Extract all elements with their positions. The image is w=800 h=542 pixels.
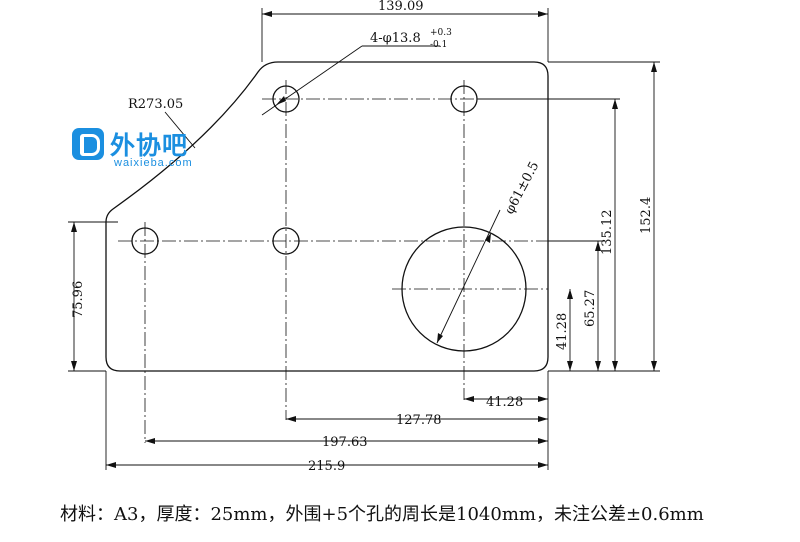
dim-height-135: 135.12	[600, 210, 615, 256]
hole-mid-center	[272, 227, 300, 255]
drawing-note: 材料：A3，厚度：25mm，外围+5个孔的周长是1040mm，未注公差±0.6m…	[60, 504, 704, 525]
dim-hole-tol-upper: +0.3	[430, 28, 452, 38]
hole-mid-left	[131, 227, 159, 255]
dim-radius: R273.05	[128, 97, 183, 112]
hole-top-right	[450, 85, 478, 113]
part-outline	[105, 61, 549, 372]
dim-bottom-41: 41.28	[486, 395, 523, 410]
dim-hole-spec: 4-φ13.8	[370, 31, 421, 46]
dim-top-width: 139.09	[378, 0, 424, 14]
hole-top-left	[272, 85, 300, 113]
dim-width-215: 215.9	[308, 459, 345, 474]
dim-height-152: 152.4	[639, 197, 654, 234]
logo-name: 外协吧	[110, 131, 189, 160]
dim-left-height: 75.96	[71, 281, 86, 318]
dim-big-hole: φ61±0.5	[502, 159, 542, 217]
dim-height-41: 41.28	[555, 313, 570, 350]
watermark-logo: 外协吧 waixieba.com	[68, 126, 218, 172]
dim-hole-tol-lower: -0.1	[430, 40, 447, 50]
dim-width-197: 197.63	[322, 435, 368, 450]
dim-width-127: 127.78	[396, 413, 442, 428]
big-hole	[401, 226, 527, 352]
logo-icon	[72, 128, 104, 160]
dim-height-65: 65.27	[583, 290, 598, 327]
logo-url: waixieba.com	[114, 157, 193, 169]
